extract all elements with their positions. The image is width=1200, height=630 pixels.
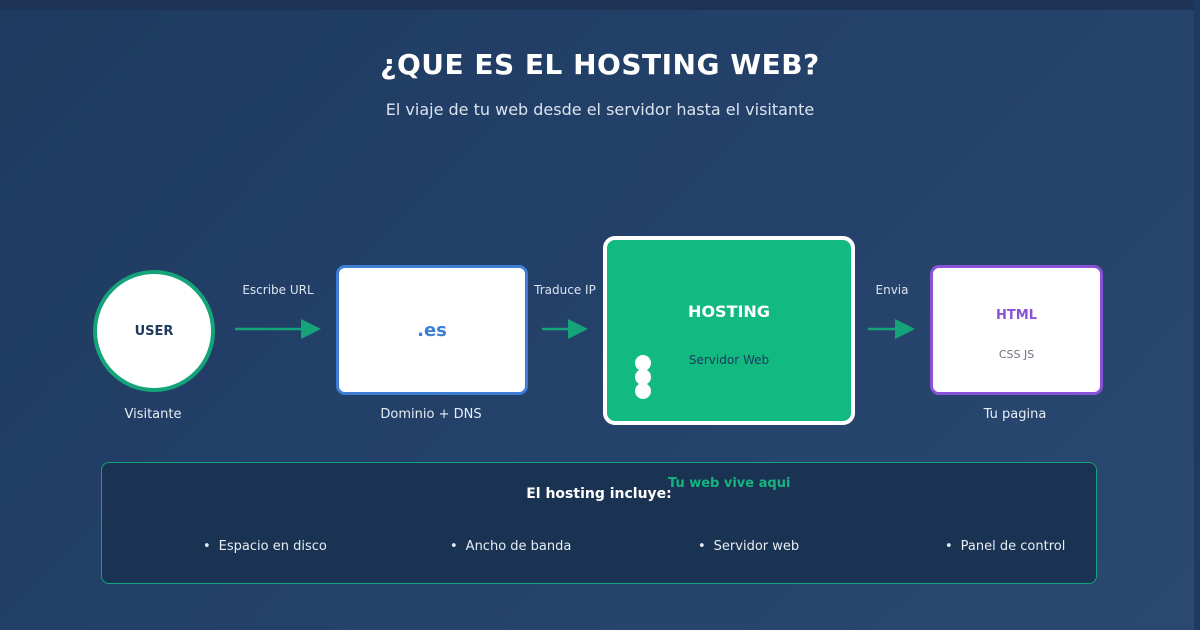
node-page-css-text: CSS JS bbox=[998, 348, 1035, 361]
feature-item-label: Ancho de banda bbox=[465, 539, 572, 554]
feature-item: • Panel de control bbox=[945, 539, 1065, 554]
node-page: HTML CSS JS bbox=[930, 265, 1103, 395]
info-box: El hosting incluye: bbox=[101, 462, 1097, 584]
feature-item-label: Panel de control bbox=[960, 539, 1066, 554]
bullet-icon: • bbox=[945, 539, 953, 554]
bullet-icon: • bbox=[698, 539, 706, 554]
node-visitor-text: USER bbox=[134, 323, 174, 339]
node-domain-dns-label: Dominio + DNS bbox=[380, 407, 482, 422]
edge-label-escribe-url: Escribe URL bbox=[242, 283, 314, 297]
node-hosting-title: HOSTING bbox=[688, 302, 770, 321]
feature-item: • Servidor web bbox=[698, 539, 799, 554]
info-box-title: El hosting incluye: bbox=[526, 486, 672, 502]
node-domain-text: .es bbox=[417, 319, 447, 341]
server-led-icon bbox=[635, 383, 651, 399]
node-visitor: USER bbox=[93, 270, 215, 392]
node-visitor-label: Visitante bbox=[124, 407, 182, 422]
hosting-callout-label: Tu web vive aqui bbox=[668, 476, 791, 491]
node-hosting-subtitle: Servidor Web bbox=[688, 353, 770, 367]
node-domain-dns: .es bbox=[336, 265, 528, 395]
server-led-icon bbox=[635, 355, 651, 371]
node-page-html-text: HTML bbox=[996, 308, 1037, 323]
bullet-icon: • bbox=[203, 539, 211, 554]
feature-item: • Espacio en disco bbox=[203, 539, 327, 554]
edge-label-traduce-ip: Traduce IP bbox=[534, 283, 596, 297]
feature-item: • Ancho de banda bbox=[450, 539, 571, 554]
diagram-title: ¿QUE ES EL HOSTING WEB? bbox=[380, 48, 820, 81]
bullet-icon: • bbox=[450, 539, 458, 554]
server-led-icon bbox=[635, 369, 651, 385]
node-page-label: Tu pagina bbox=[983, 407, 1047, 422]
feature-item-label: Servidor web bbox=[713, 539, 800, 554]
feature-item-label: Espacio en disco bbox=[218, 539, 327, 554]
edge-label-envia: Envia bbox=[875, 283, 909, 297]
diagram-subtitle: El viaje de tu web desde el servidor has… bbox=[385, 100, 815, 119]
node-hosting: HOSTING Servidor Web bbox=[603, 236, 855, 425]
